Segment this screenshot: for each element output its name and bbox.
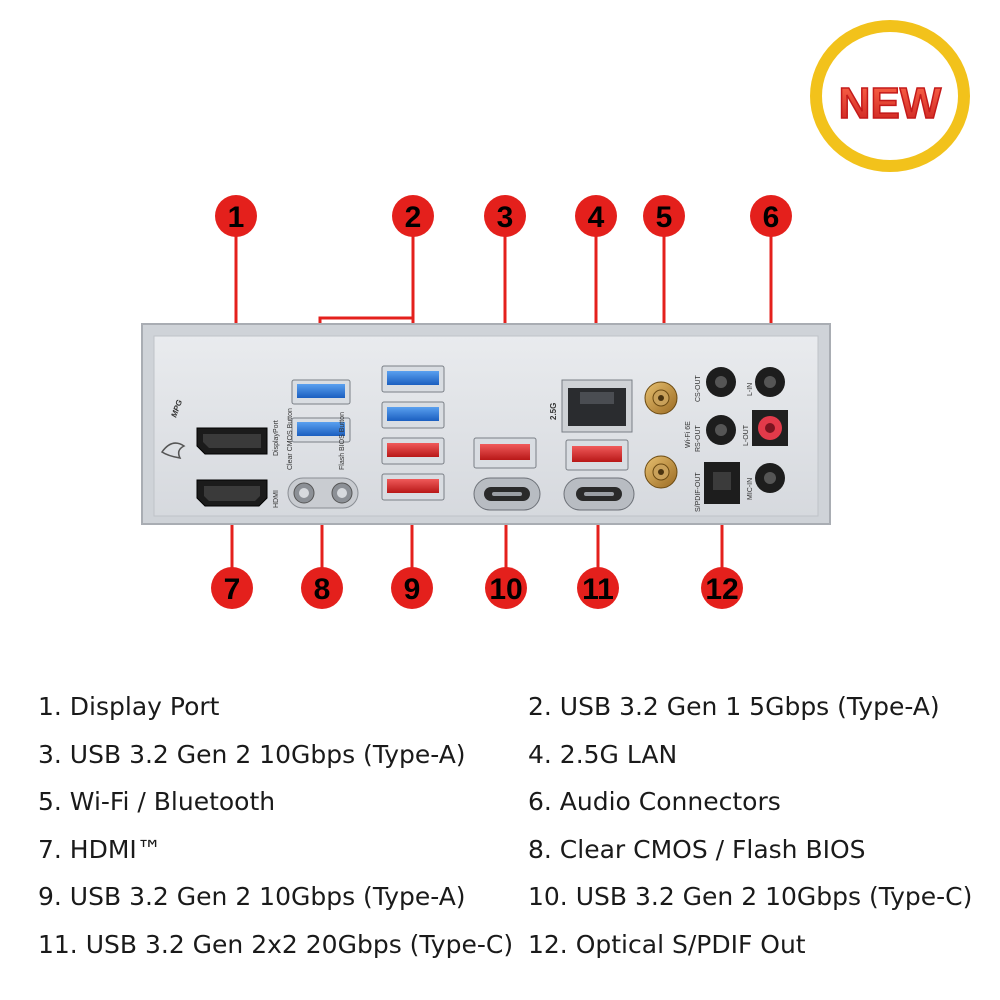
usb-column-middle xyxy=(381,365,445,501)
callout-10-number: 10 xyxy=(489,573,522,606)
callout-12-number: 12 xyxy=(705,573,738,606)
spdif-out-label: S/PDIF-OUT xyxy=(695,472,702,512)
callout-7: 7 xyxy=(211,567,253,609)
callout-1-number: 1 xyxy=(228,201,245,234)
legend-item-8: 8. Clear CMOS / Flash BIOS xyxy=(528,835,866,864)
callout-6-number: 6 xyxy=(763,201,780,234)
cs-out-label: CS-OUT xyxy=(695,374,702,402)
callout-11: 11 xyxy=(577,567,619,609)
callout-6: 6 xyxy=(750,195,792,237)
flash-bios-label: Flash BIOS Button xyxy=(339,412,346,470)
callout-markers: 1 2 3 4 5 6 7 8 9 10 11 12 xyxy=(211,195,792,609)
callout-9-number: 9 xyxy=(404,573,421,606)
line-out-label: L-OUT xyxy=(743,424,750,446)
legend-item-5: 5. Wi-Fi / Bluetooth xyxy=(38,787,276,816)
io-panel-diagram: NEW MPG DisplayPort HDMI xyxy=(141,20,970,609)
wifi-antenna-connectors: Wi-Fi 6E xyxy=(644,381,692,489)
callout-2: 2 xyxy=(392,195,434,237)
lan-usb-stack: 2.5G xyxy=(549,379,635,511)
displayport-port: DisplayPort xyxy=(196,420,280,456)
callout-2-number: 2 xyxy=(405,201,422,234)
callout-3-number: 3 xyxy=(497,201,514,234)
legend-item-1: 1. Display Port xyxy=(38,692,220,721)
cmos-bios-buttons: Clear CMOS Button Flash BIOS Button xyxy=(287,408,359,509)
callout-1: 1 xyxy=(215,195,257,237)
callout-5: 5 xyxy=(643,195,685,237)
callout-4-number: 4 xyxy=(588,201,605,234)
usb-10gbps-stack xyxy=(473,437,541,511)
brand-dragon-icon xyxy=(160,442,186,459)
legend-item-9: 9. USB 3.2 Gen 2 10Gbps (Type-A) xyxy=(38,882,466,911)
badge-text: NEW xyxy=(839,79,942,128)
wifi-label: Wi-Fi 6E xyxy=(685,421,692,448)
legend-item-7: 7. HDMI™ xyxy=(38,835,162,864)
line-in-label: L-IN xyxy=(747,383,754,396)
lan-label: 2.5G xyxy=(549,403,558,420)
legend-item-12: 12. Optical S/PDIF Out xyxy=(528,930,806,959)
hdmi-label: HDMI xyxy=(273,490,280,508)
badge-ring xyxy=(810,20,970,172)
callout-8: 8 xyxy=(301,567,343,609)
hdmi-port: HDMI xyxy=(196,479,280,508)
callout-5-number: 5 xyxy=(656,201,673,234)
legend-item-3: 3. USB 3.2 Gen 2 10Gbps (Type-A) xyxy=(38,740,466,769)
callout-4: 4 xyxy=(575,195,617,237)
clear-cmos-label: Clear CMOS Button xyxy=(287,408,294,470)
legend-item-4: 4. 2.5G LAN xyxy=(528,740,678,769)
displayport-label: DisplayPort xyxy=(273,420,280,456)
legend-item-2: 2. USB 3.2 Gen 1 5Gbps (Type-A) xyxy=(528,692,940,721)
mic-in-label: MIC-IN xyxy=(747,478,754,500)
usb-5gbps-ports xyxy=(291,379,351,443)
io-shield: MPG DisplayPort HDMI Clear xyxy=(141,323,831,525)
callout-11-number: 11 xyxy=(582,573,614,606)
audio-jacks: CS-OUT RS-OUT S/PDIF-OUT L-IN L-OUT MIC-… xyxy=(695,367,788,512)
callout-8-number: 8 xyxy=(314,573,331,606)
legend-item-6: 6. Audio Connectors xyxy=(528,787,781,816)
callout-9: 9 xyxy=(391,567,433,609)
new-badge: NEW xyxy=(810,20,970,172)
callout-10: 10 xyxy=(485,567,527,609)
callout-3: 3 xyxy=(484,195,526,237)
legend-item-10: 10. USB 3.2 Gen 2 10Gbps (Type-C) xyxy=(528,882,973,911)
callout-7-number: 7 xyxy=(224,573,241,606)
legend-item-11: 11. USB 3.2 Gen 2x2 20Gbps (Type-C) xyxy=(38,930,514,959)
rs-out-label: RS-OUT xyxy=(695,424,702,452)
callout-12: 12 xyxy=(701,567,743,609)
